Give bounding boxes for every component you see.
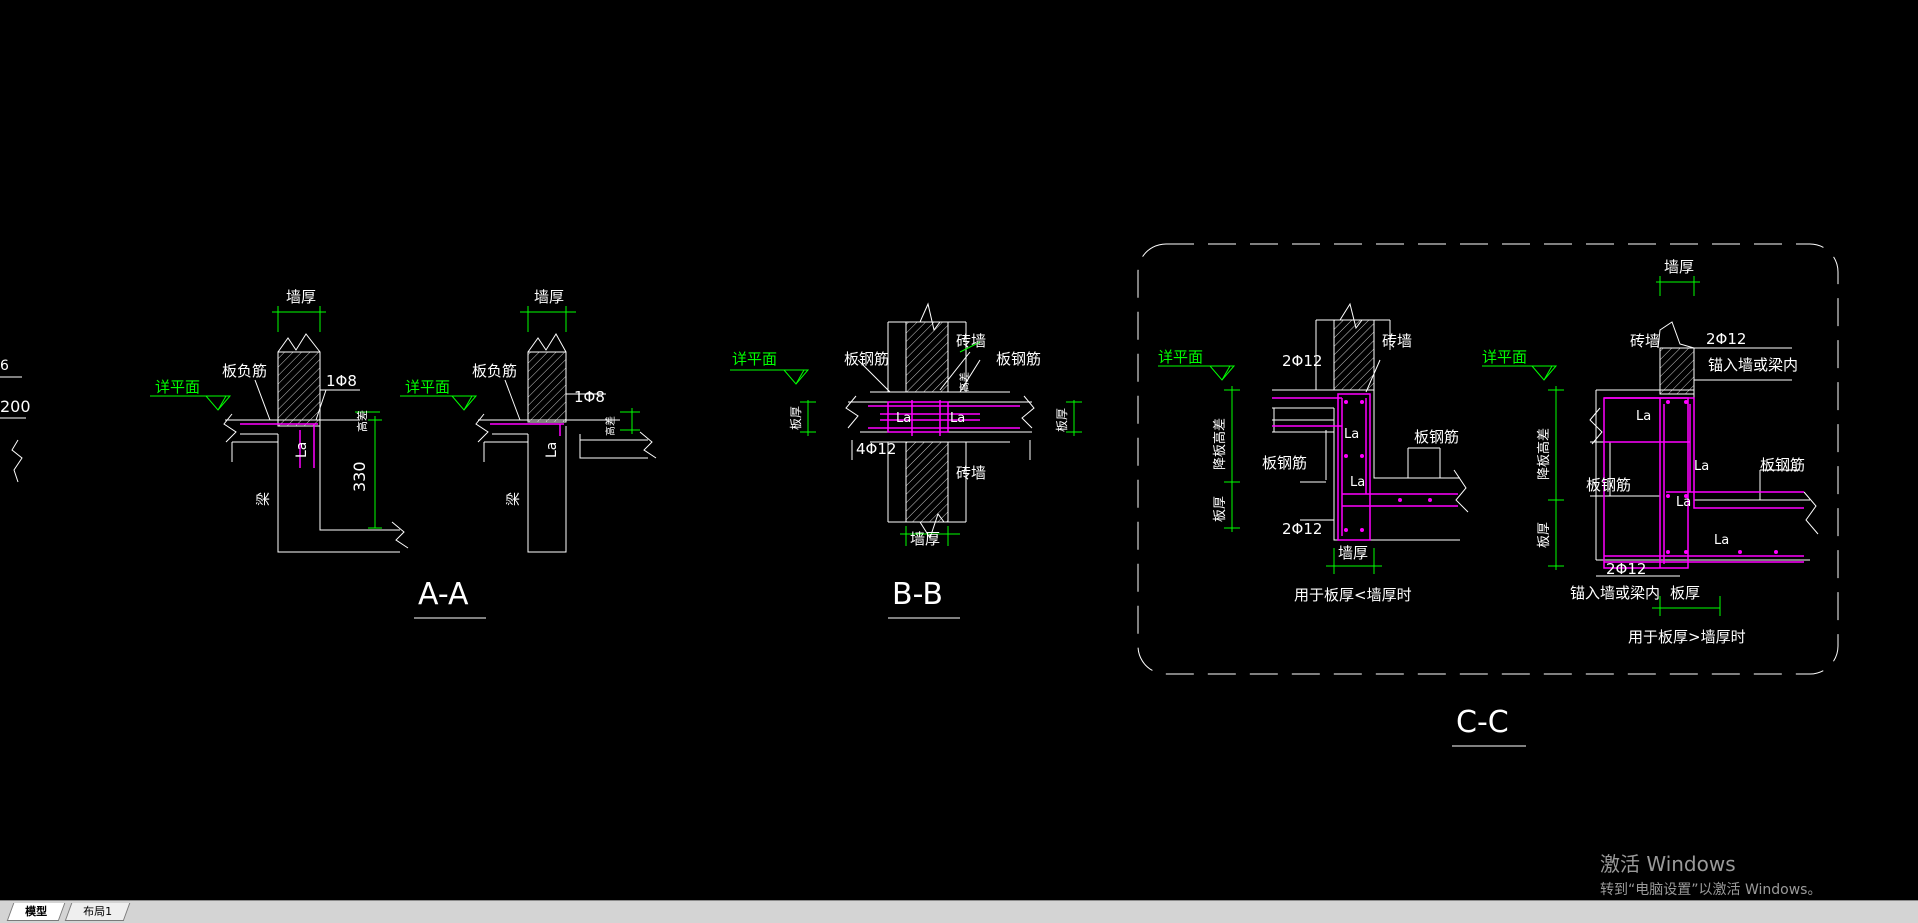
aa2-wall-thickness: 墙厚 [534, 288, 564, 306]
section-cc-right-detail: 墙厚 详平面 砖墙 2Φ12 锚入墙或梁内 降板高差 板钢筋 板钢筋 板厚 La… [1482, 258, 1819, 646]
bb-brick-wall-top: 砖墙 [956, 332, 986, 350]
tab-model-label: 模型 [25, 905, 48, 918]
section-bb-title-text: B-B [892, 577, 943, 612]
cc-right-anchor-bottom: 锚入墙或梁内 [1570, 584, 1660, 602]
section-bb-title: B-B [888, 577, 960, 619]
bb-bar: 4Φ12 [856, 440, 896, 458]
cc-right-slab-thickness: 板厚 [1537, 522, 1552, 548]
bb-slab-thickness-right: 板厚 [1055, 408, 1069, 432]
cad-drawing[interactable]: 6 200 [0, 0, 1918, 900]
cc-left-la-2: La [1350, 475, 1365, 490]
aa1-dim: 330 [350, 461, 369, 492]
cc-right-anchor-top: 锚入墙或梁内 [1708, 356, 1798, 374]
bb-slab-thickness-left: 板厚 [789, 406, 803, 430]
cc-left-level-mark: 详平面 [1158, 348, 1203, 366]
aa1-wall-thickness: 墙厚 [286, 288, 316, 306]
fragment-text-2: 200 [0, 397, 31, 416]
cc-right-wall-thickness: 墙厚 [1664, 258, 1694, 276]
aa2-bar: 1Φ8 [574, 388, 605, 406]
cc-right-height-diff: 降板高差 [1536, 428, 1552, 480]
watermark-line-2: 转到“电脑设置”以激活 Windows。 [1600, 882, 1822, 898]
cc-left-caption: 用于板厚<墙厚时 [1294, 586, 1412, 604]
watermark-line-1: 激活 Windows [1600, 852, 1736, 876]
fragment-text-1: 6 [0, 358, 9, 374]
section-cc-left-detail: 详平面 2Φ12 砖墙 降板高差 板钢筋 板钢筋 板厚 2Φ12 墙厚 La L… [1158, 302, 1469, 604]
aa2-la: La [544, 442, 560, 458]
bb-slab-bar-right: 板钢筋 [996, 350, 1041, 368]
cc-right-la-3: La [1676, 495, 1691, 510]
aa2-beam: 梁 [506, 492, 522, 506]
cc-right-slab-thickness-bottom: 板厚 [1670, 584, 1700, 602]
cc-right-la-4: La [1714, 533, 1729, 548]
left-edge-fragment: 6 200 [0, 358, 31, 483]
cad-drawing-canvas[interactable]: 6 200 [0, 0, 1918, 900]
section-cc-title-text: C-C [1456, 705, 1509, 740]
cc-right-level-mark: 详平面 [1482, 348, 1527, 366]
cc-left-height-diff: 降板高差 [1212, 418, 1228, 470]
cc-right-la-2: La [1694, 459, 1709, 474]
cc-right-rebar-dots [1666, 400, 1778, 554]
bb-brick-wall-bottom: 砖墙 [956, 464, 986, 482]
bb-slab-bar-left: 板钢筋 [844, 350, 889, 368]
cc-right-la-1: La [1636, 409, 1651, 424]
aa2-slab-neg-bar: 板负筋 [472, 362, 517, 380]
cc-right-slab-bar-right: 板钢筋 [1760, 456, 1805, 474]
bb-height-diff: 高差 [958, 372, 971, 392]
section-aa-title: A-A [414, 577, 486, 619]
aa1-beam: 梁 [256, 492, 272, 506]
section-bb-detail: 详平面 板钢筋 板钢筋 砖墙 砖墙 板厚 板厚 高差 La La 4Φ12 墙厚 [730, 302, 1082, 548]
cc-left-bar-bottom: 2Φ12 [1282, 520, 1322, 538]
section-cc-frame [1137, 243, 1839, 675]
cc-left-bar-top: 2Φ12 [1282, 352, 1322, 370]
tab-layout1-label: 布局1 [83, 905, 113, 918]
cc-left-wall-thickness: 墙厚 [1338, 544, 1368, 562]
layout-tab-bar: 模型 布局1 [0, 900, 1918, 923]
cc-right-bar-bottom: 2Φ12 [1606, 560, 1646, 578]
tab-layout1[interactable]: 布局1 [64, 903, 131, 921]
aa1-level-mark: 详平面 [155, 378, 200, 396]
cc-left-brick-wall: 砖墙 [1382, 332, 1412, 350]
cc-right-caption: 用于板厚>墙厚时 [1628, 628, 1746, 646]
aa2-level-mark: 详平面 [405, 378, 450, 396]
bb-la-2: La [950, 411, 965, 426]
cc-right-slab-bar-left: 板钢筋 [1586, 476, 1631, 494]
section-cc-title: C-C [1452, 705, 1526, 747]
cc-right-bar-top: 2Φ12 [1706, 330, 1746, 348]
tab-model[interactable]: 模型 [6, 903, 66, 921]
cc-left-slab-bar-right: 板钢筋 [1414, 428, 1459, 446]
cc-left-la-1: La [1344, 427, 1359, 442]
bb-level-mark: 详平面 [732, 350, 777, 368]
cc-left-rebar-dots [1344, 400, 1432, 532]
aa1-la: La [294, 442, 310, 458]
section-aa-detail-2: 墙厚 板负筋 详平面 1Φ8 高差 La 梁 [400, 288, 657, 553]
windows-activation-watermark: 激活 Windows 转到“电脑设置”以激活 Windows。 [1600, 848, 1821, 899]
aa1-height-diff: 高差 [355, 410, 369, 432]
cc-left-slab-bar-left: 板钢筋 [1262, 454, 1307, 472]
section-aa-title-text: A-A [418, 577, 469, 612]
aa1-slab-neg-bar: 板负筋 [222, 362, 267, 380]
bb-la-1: La [896, 411, 911, 426]
bb-wall-thickness: 墙厚 [910, 530, 940, 548]
aa1-bar: 1Φ8 [326, 372, 357, 390]
cc-left-slab-thickness: 板厚 [1213, 496, 1228, 522]
cc-right-brick-wall: 砖墙 [1630, 332, 1660, 350]
aa2-height-diff: 高差 [604, 416, 617, 436]
section-aa-detail-1: 墙厚 板负筋 详平面 1Φ8 高差 La 梁 330 [150, 288, 409, 553]
